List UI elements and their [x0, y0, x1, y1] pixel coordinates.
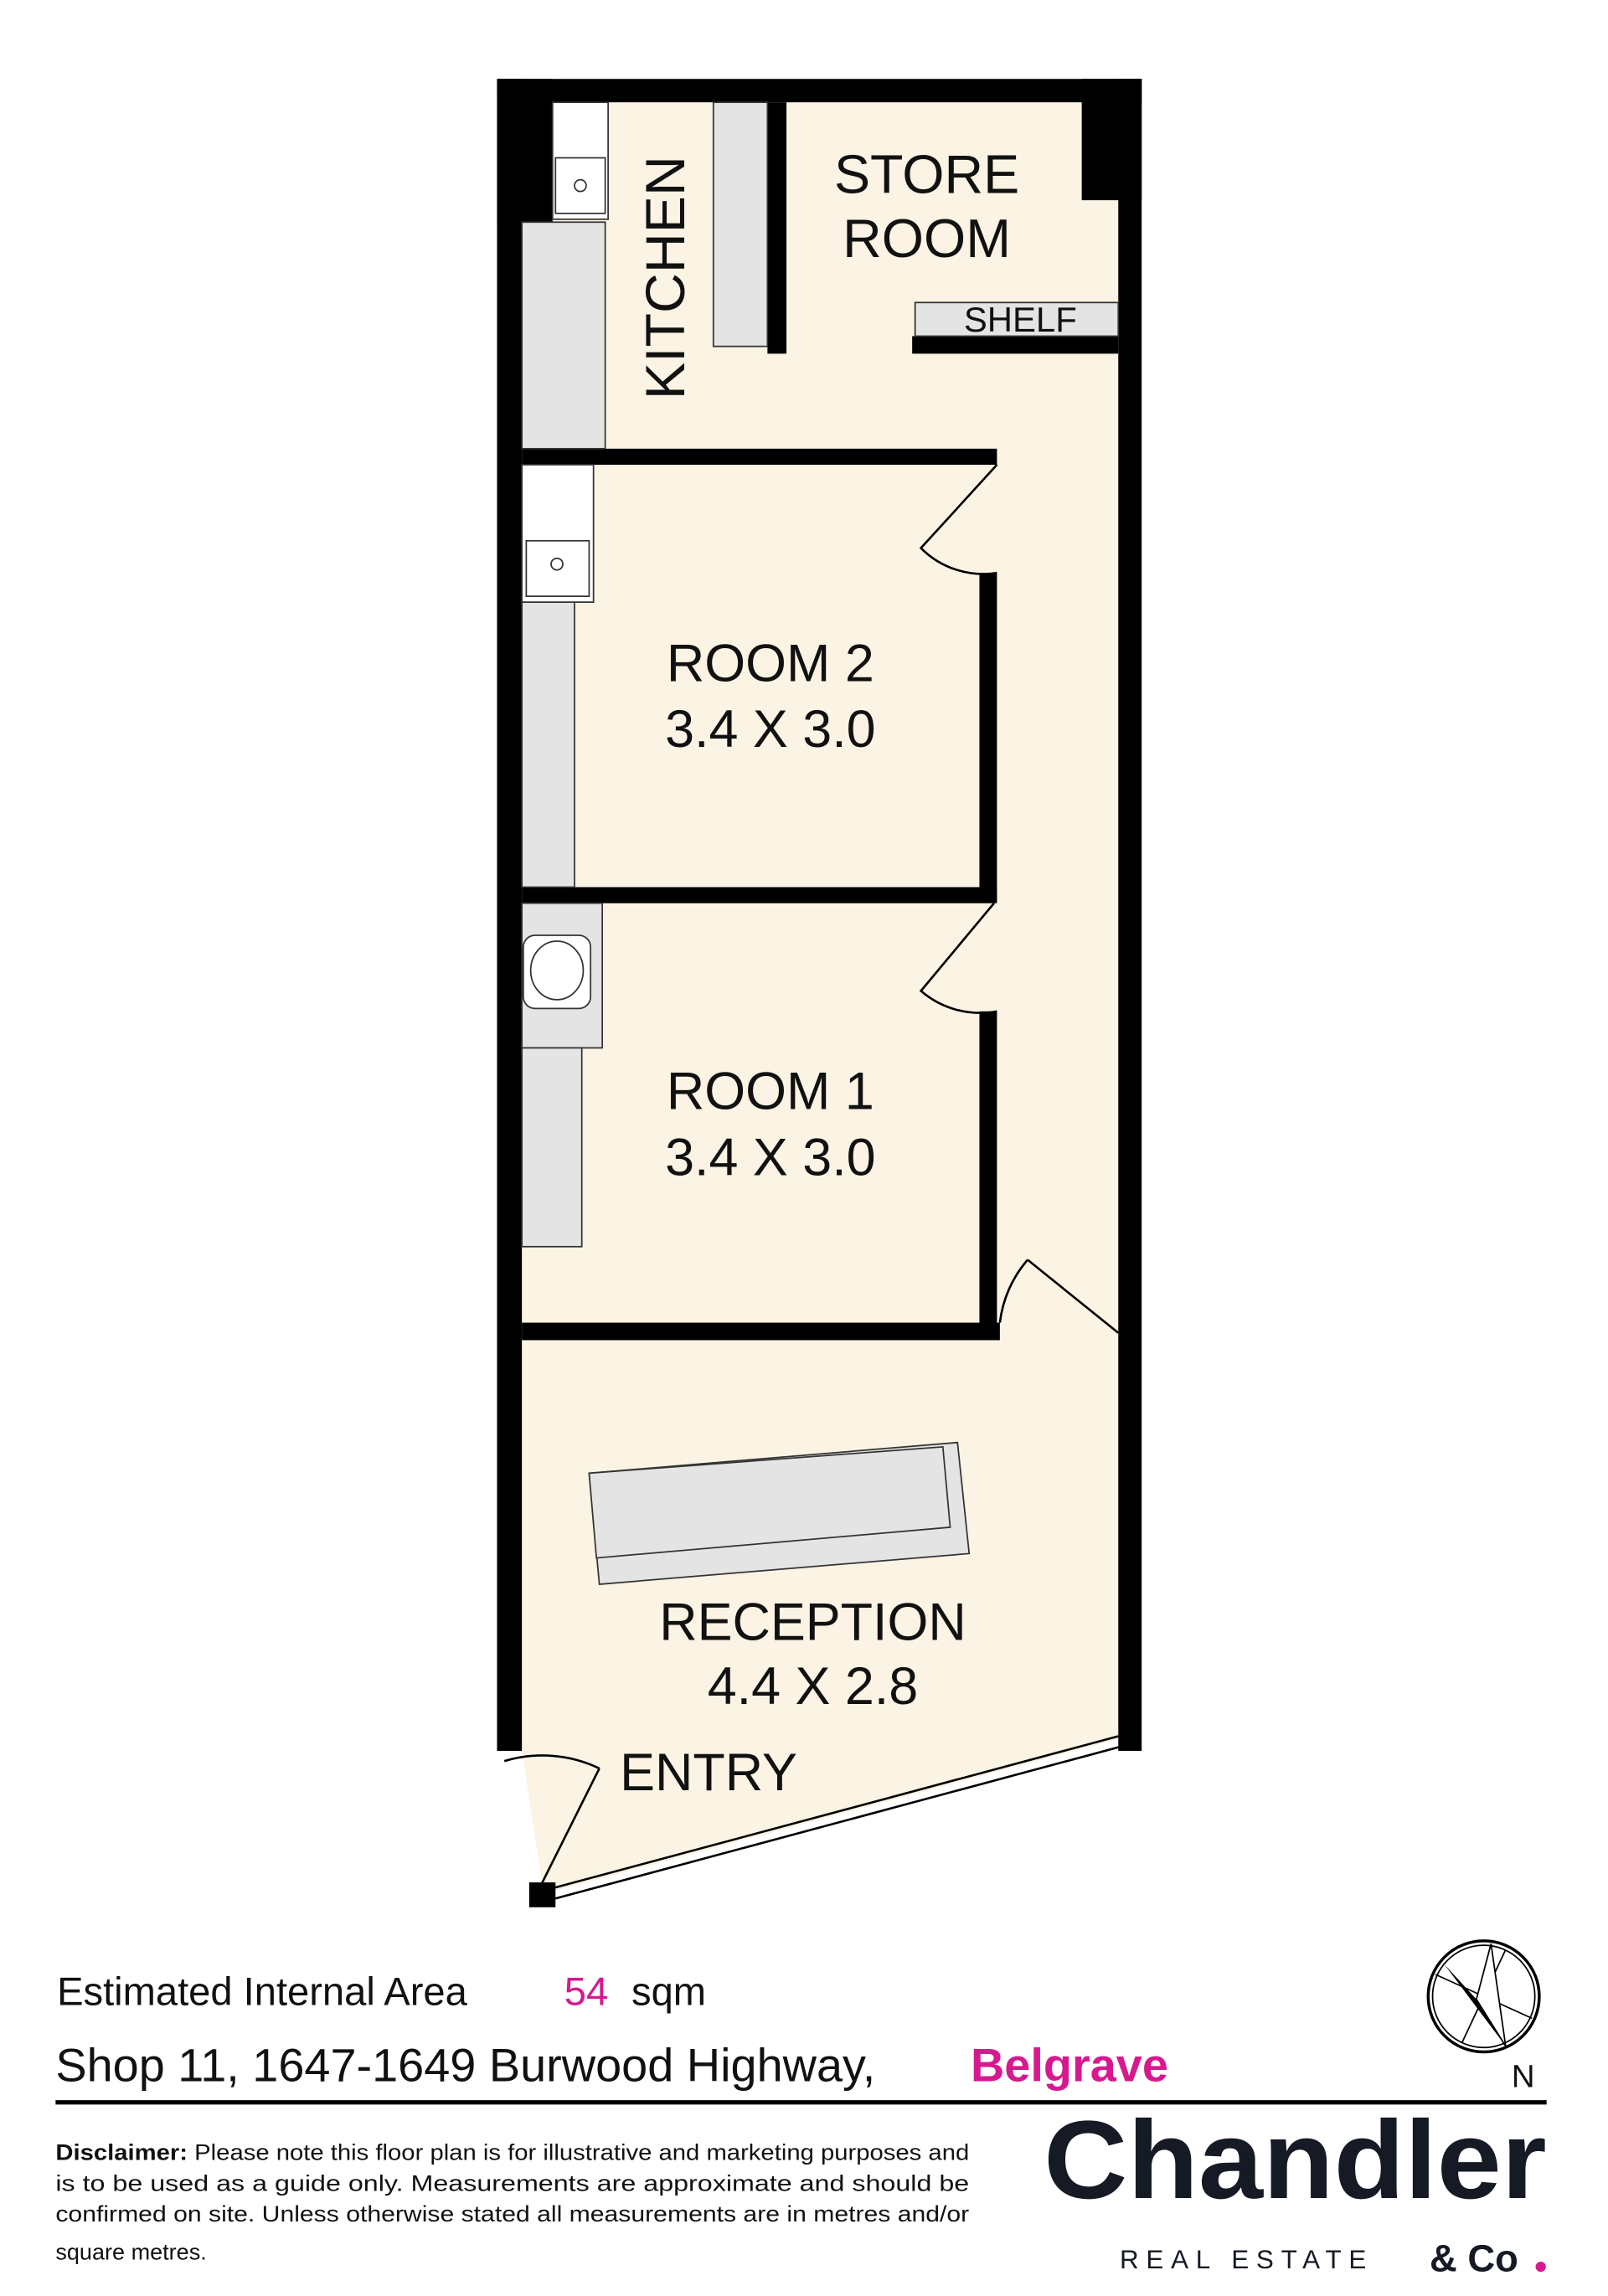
fixtures	[521, 101, 1120, 1585]
floor-area	[522, 102, 1119, 1895]
shelf	[914, 301, 1120, 337]
area-value: 54	[564, 1969, 608, 2014]
room1-label: ROOM 1	[667, 1063, 874, 1121]
disclaimer-line-3: confirmed on site. Unless otherwise stat…	[55, 2201, 969, 2227]
room2-dims: 3.4 X 3.0	[665, 700, 875, 759]
disclaimer-line-2: is to be used as a guide only. Measureme…	[55, 2170, 969, 2196]
walls	[497, 79, 1142, 1907]
basin-icon	[523, 934, 592, 1010]
room1-dims: 3.4 X 3.0	[665, 1128, 875, 1187]
room2-counter	[521, 601, 575, 888]
room2-sink-icon	[521, 464, 595, 603]
reception-dims: 4.4 X 2.8	[708, 1657, 919, 1716]
footer-divider	[55, 2100, 1547, 2105]
room1-door	[919, 902, 997, 1014]
entry-label: ENTRY	[620, 1743, 797, 1802]
room1-counter	[521, 1047, 583, 1248]
store-room-label-2: ROOM	[843, 208, 1011, 269]
logo-chandler: Chandler	[1044, 2098, 1546, 2222]
room2-door	[919, 464, 998, 575]
compass-icon	[1426, 1939, 1541, 2054]
kitchen-sink-icon	[551, 101, 609, 220]
entry-door	[503, 1754, 600, 1887]
kitchen-counter	[521, 221, 606, 450]
shelf-label: SHELF	[964, 300, 1077, 339]
suburb: Belgrave	[971, 2038, 1168, 2091]
doors	[503, 464, 1120, 1887]
logo-co: & Co	[1430, 2237, 1518, 2279]
logo-dot	[1535, 2261, 1546, 2273]
disclaimer-line-1: Disclaimer: Please note this floor plan …	[55, 2140, 969, 2165]
corridor-door	[998, 1259, 1120, 1334]
store-room-label-1: STORE	[834, 144, 1019, 204]
front-window	[552, 1735, 1122, 1900]
kitchen-island	[712, 101, 769, 347]
kitchen-label: KITCHEN	[635, 156, 697, 399]
compass-north-label: N	[1512, 2058, 1535, 2094]
area-unit: sqm	[631, 1969, 706, 2014]
area-label: Estimated Internal Area	[57, 1969, 467, 2014]
disclaimer-line-4: square metres.	[55, 2239, 206, 2264]
logo-real-estate: REAL ESTATE	[1120, 2245, 1374, 2274]
reception-label: RECEPTION	[659, 1593, 966, 1651]
address: Shop 11, 1647-1649 Burwood Highway,	[55, 2038, 875, 2091]
room2-label: ROOM 2	[667, 634, 874, 692]
